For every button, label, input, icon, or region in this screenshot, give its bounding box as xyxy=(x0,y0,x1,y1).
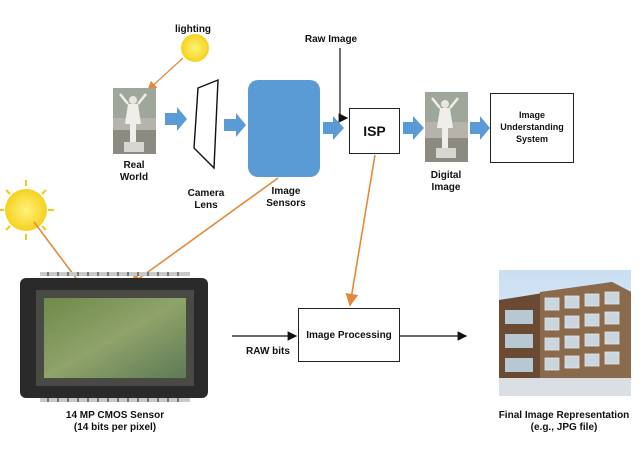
image-sensors-block xyxy=(248,80,320,177)
image-sensors-label: Image Sensors xyxy=(266,186,306,209)
camera-lens-label: Camera Lens xyxy=(187,188,225,211)
flow-arrow xyxy=(323,116,344,140)
final-representation-title: Final Image Representation xyxy=(498,410,630,421)
building-photo xyxy=(499,270,631,396)
flow-arrow xyxy=(224,113,246,137)
lighting-label: lighting xyxy=(174,24,212,35)
cmos-sensor-chip xyxy=(20,272,208,402)
statue-photo xyxy=(113,88,156,154)
camera-lens-shape xyxy=(193,78,219,170)
cmos-sensor-label: 14 MP CMOS Sensor (14 bits per pixel) xyxy=(40,410,190,433)
raw-image-label: Raw Image xyxy=(304,34,358,45)
image-understanding-label: Image Understanding System xyxy=(500,110,564,144)
flow-arrow xyxy=(165,107,187,131)
raw-bits-label: RAW bits xyxy=(246,346,290,357)
isp-box: ISP xyxy=(349,108,400,154)
cmos-sensor-subtitle: (14 bits per pixel) xyxy=(73,421,157,433)
sensor-link-arrow xyxy=(128,177,279,286)
digital-image-label: Digital Image xyxy=(430,170,462,193)
sun-icon xyxy=(0,180,54,240)
real-world-label: Real World xyxy=(119,160,149,183)
image-processing-box: Image Processing xyxy=(298,308,400,362)
final-representation-label: Final Image Representation (e.g., JPG fi… xyxy=(490,410,638,433)
final-representation-subtitle: (e.g., JPG file) xyxy=(530,421,598,433)
isp-label: ISP xyxy=(363,123,386,139)
raw-image-arrow xyxy=(338,48,349,123)
sun-icon xyxy=(181,34,209,62)
image-processing-label: Image Processing xyxy=(306,329,392,341)
flow-arrow xyxy=(403,116,424,140)
statue-photo xyxy=(425,92,468,162)
cmos-sensor-title: 14 MP CMOS Sensor xyxy=(65,410,165,421)
image-understanding-box: Image Understanding System xyxy=(490,93,574,163)
flow-arrow xyxy=(470,116,490,140)
isp-link-arrow xyxy=(345,154,376,307)
lighting-arrow xyxy=(147,57,184,91)
